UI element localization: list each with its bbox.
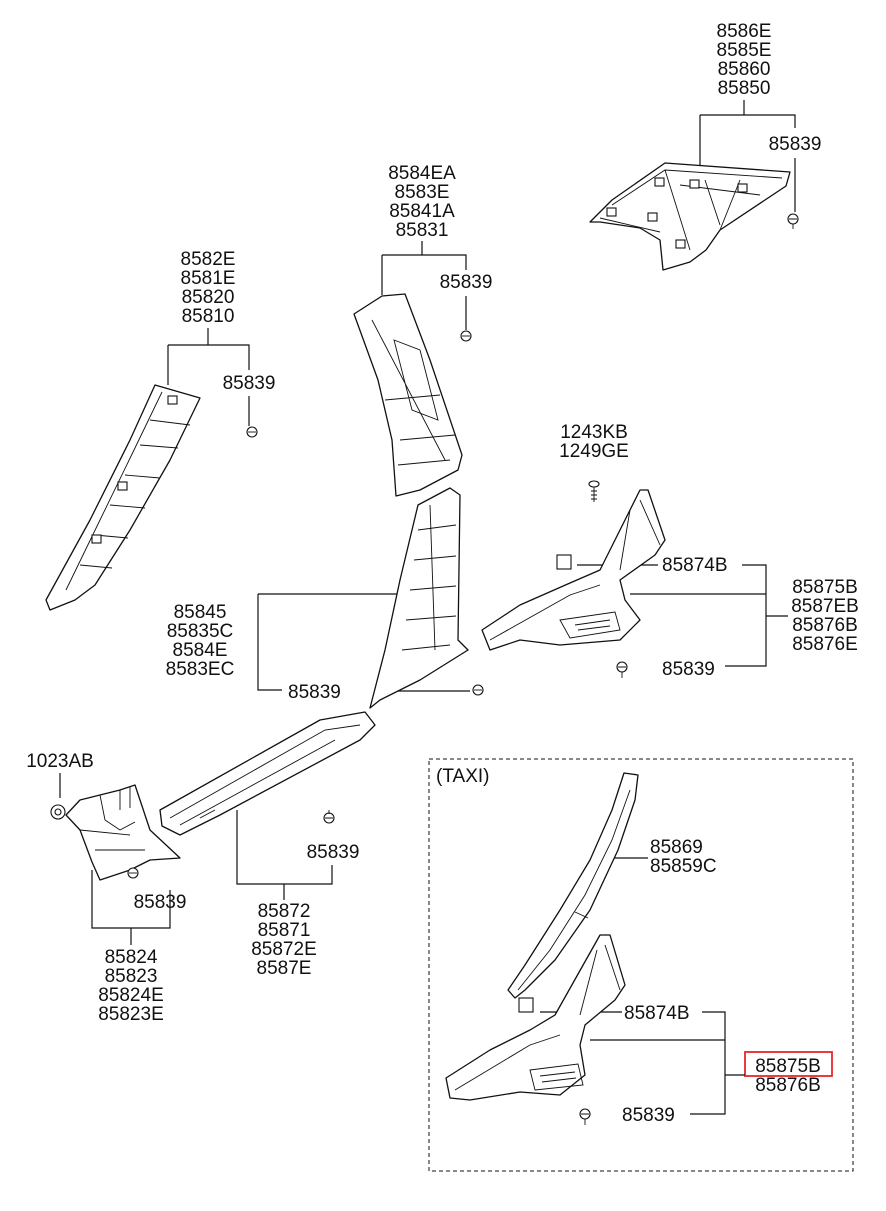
screw-part-1: 1243KB: [560, 422, 628, 443]
front-scuff-part-4: 8587E: [257, 958, 312, 979]
cowl-trim-part-2: 85823: [105, 966, 158, 987]
taxi-title: (TAXI): [436, 766, 489, 787]
front-scuff-panel: [159, 711, 376, 836]
b-pillar-upper-leader: [381, 241, 467, 330]
rear-scuff-part-4: 85876E: [792, 634, 858, 655]
roof-trim-ribs: [599, 169, 783, 251]
b-pillar-lower-part-3: 8584E: [173, 640, 228, 661]
b-pillar-upper-clip-label: 85839: [440, 272, 493, 293]
cowl-trim-part-1: 85824: [105, 947, 158, 968]
taxi-frame: [428, 758, 854, 1172]
roof-trim-part-1: 8586E: [717, 21, 772, 42]
rear-scuff-clip-bottom-icon: [616, 661, 628, 678]
front-scuff-clip-label: 85839: [307, 842, 360, 863]
a-pillar-part-4: 85810: [182, 306, 235, 327]
taxi-clip-bottom-icon: [579, 1108, 591, 1125]
cowl-nut-label: 1023AB: [26, 751, 94, 772]
roof-trim-part-4: 85850: [718, 78, 771, 99]
taxi-clip-bottom-label: 85839: [622, 1105, 675, 1126]
rear-scuff-panel: [481, 489, 666, 651]
b-pillar-upper-part-4: 85831: [396, 220, 449, 241]
roof-trim-clip-icon: [787, 213, 799, 229]
a-pillar-clip-label: 85839: [223, 373, 276, 394]
b-pillar-upper-group: 8584EA 8583E 85841A 85831 85839: [353, 163, 493, 497]
roof-trim-part-2: 8585E: [717, 40, 772, 61]
rear-scuff-part-3: 85876B: [792, 615, 858, 636]
taxi-scuff-ribs: [454, 944, 621, 1091]
b-pillar-lower-part-1: 85845: [174, 602, 227, 623]
cowl-group: 1023AB 85839 85824 85823 85824E 85823E: [26, 751, 186, 1025]
cowl-trim-part-3: 85824E: [98, 985, 164, 1006]
roof-trim-leader: [699, 100, 796, 212]
b-pillar-lower-panel: [369, 487, 469, 709]
a-pillar-panel: [45, 384, 201, 611]
front-scuff-group: 85839 85872 85871 85872E 8587E: [159, 711, 376, 979]
screw-group: 1243KB 1249GE: [559, 422, 629, 502]
taxi-pillar-ribs: [517, 789, 631, 991]
b-pillar-lower-clip-icon: [472, 684, 484, 696]
front-scuff-ribs: [169, 724, 361, 826]
roof-trim-clip-label: 85839: [769, 134, 822, 155]
a-pillar-ribs: [65, 391, 191, 591]
b-pillar-lower-ribs: [401, 504, 457, 651]
taxi-scuff-other-label: 85876B: [755, 1075, 821, 1096]
rear-scuff-clip-bottom-label: 85839: [662, 659, 715, 680]
cowl-clip-icon: [127, 867, 139, 879]
b-pillar-lower-part-2: 85835C: [167, 621, 234, 642]
screw-part-2: 1249GE: [559, 441, 629, 462]
a-pillar-part-1: 8582E: [181, 249, 236, 270]
b-pillar-upper-clip-icon: [460, 330, 472, 342]
front-scuff-part-2: 85871: [258, 920, 311, 941]
rear-scuff-group: 85874B 85875B 8587EB 85876B 85876E 85839: [481, 489, 859, 680]
front-scuff-part-1: 85872: [258, 901, 311, 922]
cowl-nut-icon: [50, 804, 66, 820]
rear-scuff-clip-top-label: 85874B: [662, 555, 728, 576]
b-pillar-lower-clip-label: 85839: [288, 682, 341, 703]
b-pillar-lower-part-4: 8583EC: [166, 659, 235, 680]
taxi-pillar-part-2: 85859C: [650, 856, 717, 877]
cowl-trim-panel: [65, 784, 181, 881]
b-pillar-upper-part-1: 8584EA: [388, 163, 456, 184]
rear-scuff-part-1: 85875B: [792, 577, 858, 598]
cowl-trim-ribs: [79, 787, 145, 851]
screw-icon: [588, 480, 600, 502]
a-pillar-clip-tabs: [91, 395, 178, 544]
a-pillar-clip-icon: [246, 426, 258, 438]
a-pillar-part-2: 8581E: [181, 268, 236, 289]
cowl-leader: [59, 773, 171, 945]
b-pillar-upper-part-3: 85841A: [389, 201, 455, 222]
taxi-scuff-highlighted-label[interactable]: 85875B: [755, 1056, 821, 1077]
taxi-scuff-panel: [445, 934, 626, 1101]
taxi-highlight-box: [744, 1051, 833, 1077]
taxi-clip-top-icon: [518, 997, 534, 1013]
rear-scuff-clip-top-icon: [556, 554, 572, 570]
cowl-clip-label: 85839: [134, 892, 187, 913]
rear-scuff-part-2: 8587EB: [791, 596, 859, 617]
front-scuff-clip-icon: [323, 810, 335, 824]
b-pillar-lower-group: 85845 85835C 8584E 8583EC 85839: [166, 487, 484, 709]
a-pillar-group: 8582E 8581E 85820 85810 85839: [45, 249, 276, 611]
taxi-box: (TAXI) 85869 85859C 85874B 85875B 85876B…: [428, 758, 854, 1172]
roof-trim-clip-tabs: [606, 177, 748, 249]
cowl-trim-part-4: 85823E: [98, 1004, 164, 1025]
taxi-pillar-part-1: 85869: [650, 837, 703, 858]
roof-trim-panel: [589, 162, 791, 271]
b-pillar-upper-window: [371, 319, 456, 466]
roof-trim-group: 8586E 8585E 85860 85850 85839: [589, 21, 822, 271]
taxi-clip-top-label: 85874B: [624, 1003, 690, 1024]
b-pillar-upper-part-2: 8583E: [395, 182, 450, 203]
front-scuff-part-3: 85872E: [251, 939, 317, 960]
rear-scuff-ribs: [489, 499, 661, 641]
taxi-pillar-panel: [507, 772, 639, 999]
front-scuff-leader: [236, 810, 333, 900]
a-pillar-leader: [167, 328, 250, 426]
roof-trim-part-3: 85860: [718, 59, 771, 80]
a-pillar-part-3: 85820: [182, 287, 235, 308]
